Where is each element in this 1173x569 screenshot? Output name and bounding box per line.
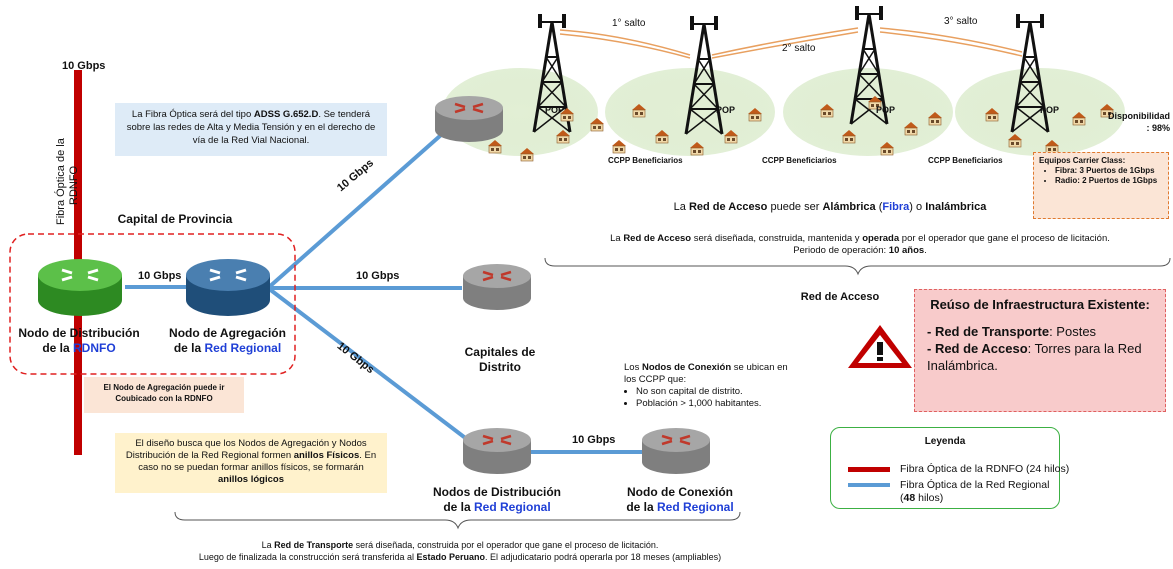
pop-label-3: POP [876,105,896,115]
fiber-note: La Fibra Óptica será del tipo ADSS G.652… [115,103,387,156]
access-line: La Red de Acceso puede ser Alámbrica (Fi… [673,201,987,213]
access-brace [544,257,1171,276]
router-district [461,262,533,312]
router-dist-regional [461,426,533,476]
disponibilidad: Disponibilidad: 98% [1108,111,1170,133]
rdnfo-speed: 10 Gbps [62,60,106,72]
warning-icon [848,325,912,368]
regional-fiber [125,118,645,454]
router-access [433,94,505,144]
reuso-box: Reúso de Infraestructura Existente: - Re… [914,289,1166,412]
design-note: El diseño busca que los Nodos de Agregac… [115,433,387,493]
capital-title: Capital de Provincia [117,212,233,226]
transport-note: La Red de Transporte será diseñada, cons… [198,540,722,562]
rdnfo-vertical-label-1: Fibra Óptica de la [55,138,67,225]
ccpp-label-2: CCPP Beneficiarios [762,156,837,165]
ccpp-label-3: CCPP Beneficiarios [928,156,1003,165]
cohost-note: El Nodo de Agregación puede ir Coubicado… [84,377,244,413]
salto-3: 3° salto [944,16,978,27]
pop-zone-3 [783,68,953,156]
pop-zone-4 [955,68,1125,156]
legend-red-swatch [848,467,890,472]
access-note: La Red de Acceso será diseñada, construi… [610,233,1110,256]
pop-label-1: POP [545,105,565,115]
router-conexion [640,426,712,476]
red-acceso-label: Red de Acceso [800,291,880,303]
pop-label-2: POP [716,105,736,115]
transport-brace [174,511,741,530]
conn-speed: 10 Gbps [572,434,616,446]
legend-red-text: Fibra Óptica de la RDNFO (24 hilos) [900,463,1070,475]
radio-links [559,27,1023,59]
capitales-distrito: Capitales de Distrito [464,345,536,374]
legend-blue-text: Fibra Óptica de la Red Regional (48 hilo… [900,479,1050,504]
mid-speed: 10 Gbps [356,270,400,282]
capital-box [9,233,296,375]
pop-label-4: POP [1040,105,1060,115]
ccpp-label-1: CCPP Beneficiarios [608,156,683,165]
legend-blue-swatch [848,483,890,487]
rdnfo-vertical-label-2: RDNFO [68,165,80,205]
green-router [38,259,122,316]
conexion-note: Los Nodos de Conexión se ubican en los C… [624,362,794,410]
salto-1: 1° salto [612,18,646,29]
carrier-note: Equipos Carrier Class: Fibra: 3 Puertos … [1033,152,1169,219]
blue-router [186,259,270,316]
link-speed-label: 10 Gbps [138,270,182,282]
salto-2: 2° salto [782,43,816,54]
legend-box: Leyenda [830,427,1060,509]
